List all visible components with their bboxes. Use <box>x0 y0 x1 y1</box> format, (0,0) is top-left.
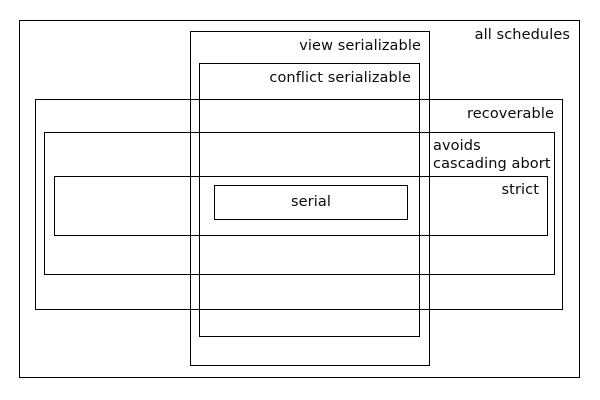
region-all-schedules[interactable] <box>19 20 580 378</box>
region-recoverable[interactable] <box>35 99 563 310</box>
region-avoids-cascading-abort[interactable] <box>44 132 555 275</box>
region-label-strict: strict <box>501 182 539 198</box>
region-label-all-schedules: all schedules <box>474 27 570 43</box>
region-label-conflict-serializable: conflict serializable <box>269 70 411 86</box>
region-label-serial: serial <box>291 194 331 210</box>
region-label-avoids-cascading-abort: avoids cascading abort <box>433 138 551 172</box>
region-strict[interactable] <box>54 176 548 236</box>
region-label-view-serializable: view serializable <box>299 38 421 54</box>
region-conflict-serializable[interactable] <box>199 63 420 337</box>
region-serial[interactable] <box>214 185 408 220</box>
region-view-serializable[interactable] <box>190 31 430 366</box>
region-label-recoverable: recoverable <box>466 106 554 122</box>
